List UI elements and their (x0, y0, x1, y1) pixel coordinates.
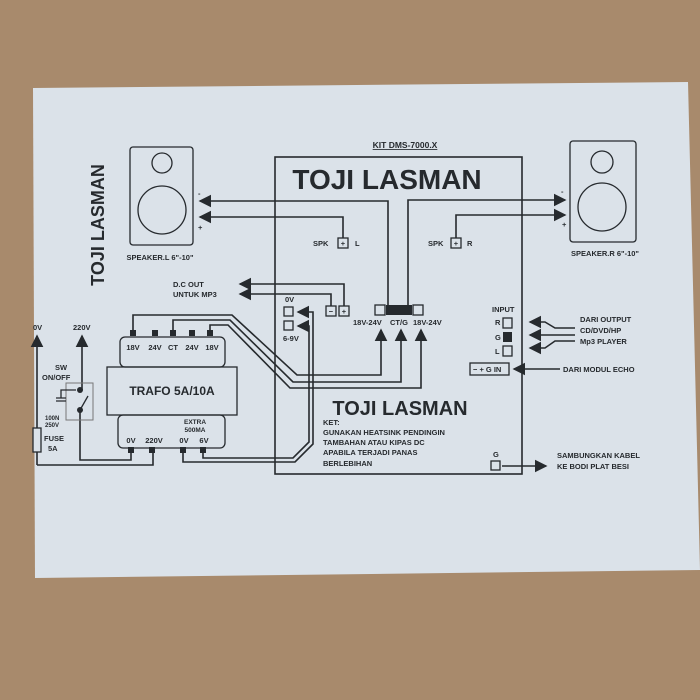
transformer (106, 330, 238, 453)
brand-title-top: TOJI LASMAN (292, 164, 481, 195)
speaker-left-minus: - (198, 189, 201, 198)
spk-left-side: L (355, 239, 360, 248)
spk-left-terminal (337, 237, 349, 249)
dc-in-0v-label: 0V (285, 295, 294, 304)
notes-title: KET: (323, 418, 340, 427)
tap-label: 0V (126, 436, 135, 445)
power-terminal-left (374, 304, 386, 316)
input-source-label: CD/DVD/HP (580, 326, 621, 335)
speaker-left-plus: + (198, 223, 203, 232)
input-r-terminal (502, 317, 513, 329)
speaker-left-label: SPEAKER.L 6"-10" (127, 253, 194, 262)
notes-line: TAMBAHAN ATAU KIPAS DC (323, 438, 425, 447)
ground-label: G (493, 450, 499, 459)
ground-note: KE BODI PLAT BESI (557, 462, 629, 471)
dc-out-label-2: UNTUK MP3 (173, 290, 217, 299)
speaker-right-icon (569, 140, 637, 243)
tap-label: 24V (148, 343, 161, 352)
svg-text:+: + (341, 239, 346, 248)
tap-label: 18V (126, 343, 139, 352)
power-label-right: 18V-24V (413, 318, 442, 327)
power-terminal-ct (386, 305, 412, 315)
switch-label: SW (55, 363, 68, 372)
tap-label: CT (168, 343, 178, 352)
power-label-ct: CT/G (390, 318, 408, 327)
kit-title: KIT DMS-7000.X (373, 140, 438, 150)
capacitor-icon (56, 389, 76, 402)
notes-line: GUNAKAN HEATSINK PENDINGIN (323, 428, 445, 437)
svg-text:+: + (454, 239, 459, 248)
extra-label: EXTRA (184, 419, 206, 426)
input-source-label: Mp3 PLAYER (580, 337, 627, 346)
dc-out-minus-terminal (325, 305, 337, 317)
dc-in-0v-terminal (283, 306, 294, 317)
ground-note: SAMBUNGKAN KABEL (557, 451, 640, 460)
spk-right-label: SPK (428, 239, 444, 248)
dc-in-6-9v-label: 6-9V (283, 334, 299, 343)
input-pin-label: R (495, 318, 501, 327)
fuse-label: FUSE (44, 434, 64, 443)
dc-in-6-9v-terminal (283, 320, 294, 331)
input-pin-label: G (495, 333, 501, 342)
amplifier-board-outline (274, 156, 523, 475)
mains-0v-label: 0V (33, 323, 42, 332)
input-l-terminal (502, 345, 513, 357)
spk-right-side: R (467, 239, 473, 248)
speaker-left-icon (129, 146, 194, 246)
spk-right-terminal (450, 237, 462, 249)
echo-connector (469, 362, 510, 376)
capacitor-label: 100N (45, 416, 59, 422)
dc-out-plus-terminal (338, 305, 350, 317)
svg-text:−: − (329, 307, 334, 316)
switch-label: ON/OFF (42, 373, 71, 382)
dc-out-label-1: D.C OUT (173, 280, 204, 289)
speaker-right-plus: + (562, 220, 567, 229)
ground-terminal (490, 460, 501, 471)
power-terminal-right (412, 304, 424, 316)
echo-connector-label: − + G IN (473, 365, 501, 374)
mains-220v-label: 220V (73, 323, 91, 332)
brand-title-bottom: TOJI LASMAN (332, 398, 467, 420)
transformer-to-board-wires (132, 314, 428, 389)
tap-label: 24V (185, 343, 198, 352)
input-source-label: DARI OUTPUT (580, 315, 632, 324)
tap-label: 220V (145, 436, 163, 445)
svg-text:+: + (342, 307, 347, 316)
input-label: INPUT (492, 305, 515, 314)
tap-label: 0V (179, 436, 188, 445)
power-label-left: 18V-24V (353, 318, 382, 327)
fuse-label: 5A (48, 444, 58, 453)
speaker-wires (198, 193, 567, 305)
echo-source-label: DARI MODUL ECHO (563, 365, 635, 374)
speaker-right-minus: - (561, 187, 564, 196)
fuse-icon (32, 427, 42, 453)
notes-line: APABILA TERJADI PANAS (323, 448, 417, 457)
tap-label: 6V (199, 436, 208, 445)
notes-line: BERLEBIHAN (323, 459, 372, 468)
tap-label: 18V (205, 343, 218, 352)
brand-title-vertical: TOJI LASMAN (88, 164, 108, 286)
speaker-right-label: SPEAKER.R 6"-10" (571, 249, 639, 258)
input-g-terminal (503, 332, 512, 342)
spk-left-label: SPK (313, 239, 329, 248)
capacitor-label: 250V (45, 423, 59, 429)
extra-label: 500MA (185, 427, 206, 434)
transformer-title: TRAFO 5A/10A (129, 384, 215, 398)
input-pin-label: L (495, 347, 500, 356)
